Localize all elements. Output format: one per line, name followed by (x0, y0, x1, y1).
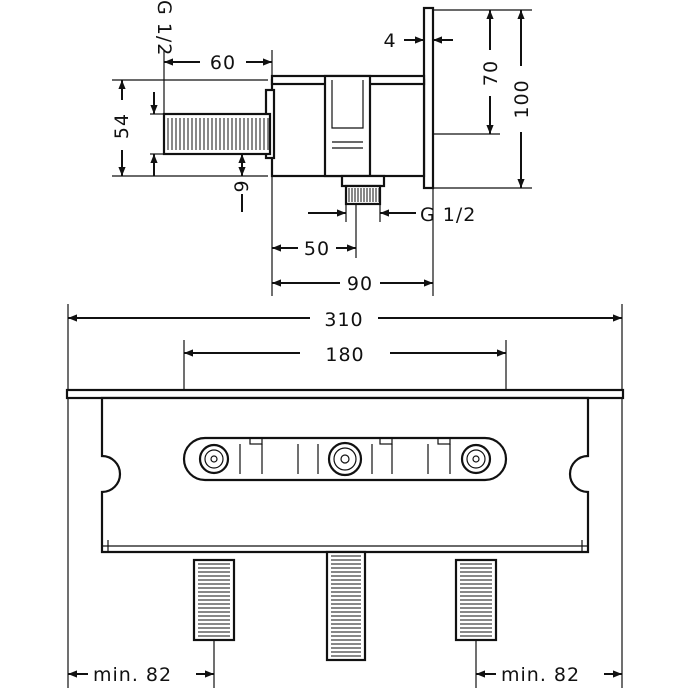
dim-min-right: min. 82 (501, 664, 580, 686)
outlet-thread (344, 184, 382, 206)
dim-outlet-offset: 50 (304, 238, 330, 260)
front-view: 310 180 (65, 304, 625, 688)
cover-plate (65, 388, 625, 400)
dim-total-depth: 90 (347, 273, 373, 295)
side-view: 60 G 1/2 54 9 4 70 100 G 1/2 50 (111, 0, 533, 296)
dim-plate-thickness: 4 (383, 30, 396, 52)
dim-pipe-height: 54 (111, 113, 133, 139)
dim-pipe-offset: 9 (231, 179, 253, 192)
outlet-pipe-center (325, 550, 367, 662)
valve-left (198, 443, 230, 475)
dim-outlet-thread: G 1/2 (420, 204, 476, 226)
dim-total-height: 100 (511, 79, 533, 118)
dim-valve-spacing: 180 (325, 344, 364, 366)
pipe-thread-hatch (167, 118, 269, 150)
rail-tab (249, 437, 263, 445)
dim-pipe-thread-left: G 1/2 (153, 0, 175, 56)
outlet-nut (340, 174, 386, 188)
wall-plate (422, 6, 435, 190)
dim-total-width: 310 (324, 309, 363, 331)
dim-min-left: min. 82 (93, 664, 172, 686)
rail-tab (437, 437, 451, 445)
dim-pipe-length: 60 (210, 52, 236, 74)
valve-center (327, 441, 363, 477)
dim-upper-height: 70 (480, 60, 502, 86)
outlet-thread-hatch (348, 188, 380, 202)
valve-right (460, 443, 492, 475)
pipe-thread-hatch-front (198, 555, 492, 657)
rail-tab (379, 437, 393, 445)
